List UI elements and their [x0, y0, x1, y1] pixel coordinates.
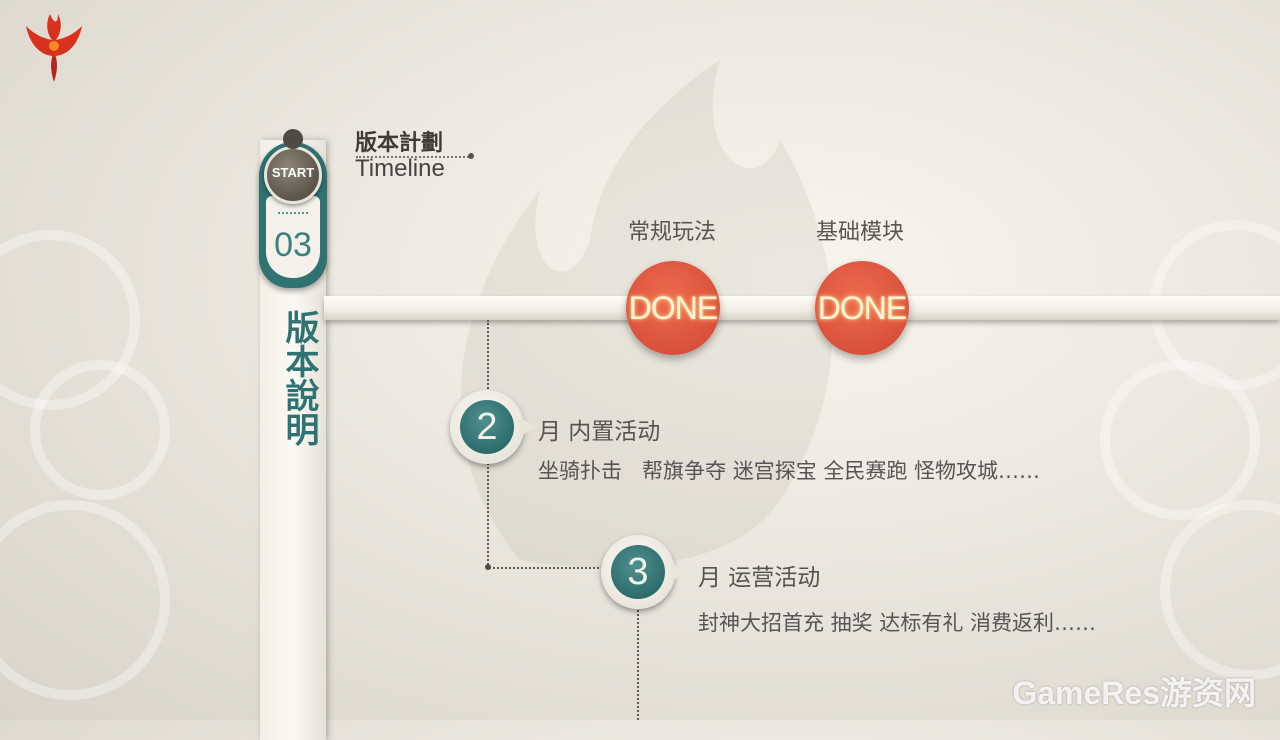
step-title-2: 月 内置活动: [538, 419, 661, 445]
section-title-en: Timeline: [355, 155, 445, 182]
pin-ball-icon: [283, 129, 303, 149]
step-badge-pointer: [671, 562, 685, 582]
phoenix-logo-icon: [24, 12, 84, 86]
step-badge-2[interactable]: 2: [450, 390, 524, 464]
start-label: START: [271, 165, 315, 180]
start-knob[interactable]: [264, 146, 322, 204]
watermark: GameRes游资网: [1012, 675, 1256, 711]
tab-number-panel: [266, 196, 320, 278]
milestone-done-badge-modules[interactable]: DONE: [815, 261, 909, 355]
done-text: DONE: [817, 289, 907, 326]
step-title-3: 月 运营活动: [698, 565, 821, 591]
step-number: 2: [460, 400, 514, 454]
step-badge-pointer: [520, 417, 534, 437]
title-divider-dot: [468, 153, 474, 159]
tab-dotted-divider: [278, 212, 308, 214]
timeline-bar: [324, 296, 1280, 320]
milestone-done-badge-gameplay[interactable]: DONE: [626, 261, 720, 355]
tab-number: 03: [274, 226, 312, 264]
step-items-3: 封神大招首充 抽奖 达标有礼 消费返利……: [698, 611, 1097, 635]
vertical-section-title: 版本說明: [279, 310, 319, 446]
step-badge-3[interactable]: 3: [601, 535, 675, 609]
milestone-label-gameplay: 常规玩法: [627, 220, 716, 245]
connector-vertical-2: [637, 606, 639, 720]
section-title-cn: 版本計劃: [355, 131, 444, 156]
title-divider: [356, 156, 472, 158]
step-number: 3: [611, 545, 665, 599]
done-text: DONE: [628, 289, 718, 326]
connector-node: [485, 564, 491, 570]
connector-horizontal: [489, 567, 603, 569]
step-items-2: 坐骑扑击 帮旗争夺 迷宫探宝 全民赛跑 怪物攻城……: [538, 459, 1041, 483]
milestone-label-modules: 基础模块: [815, 220, 904, 245]
